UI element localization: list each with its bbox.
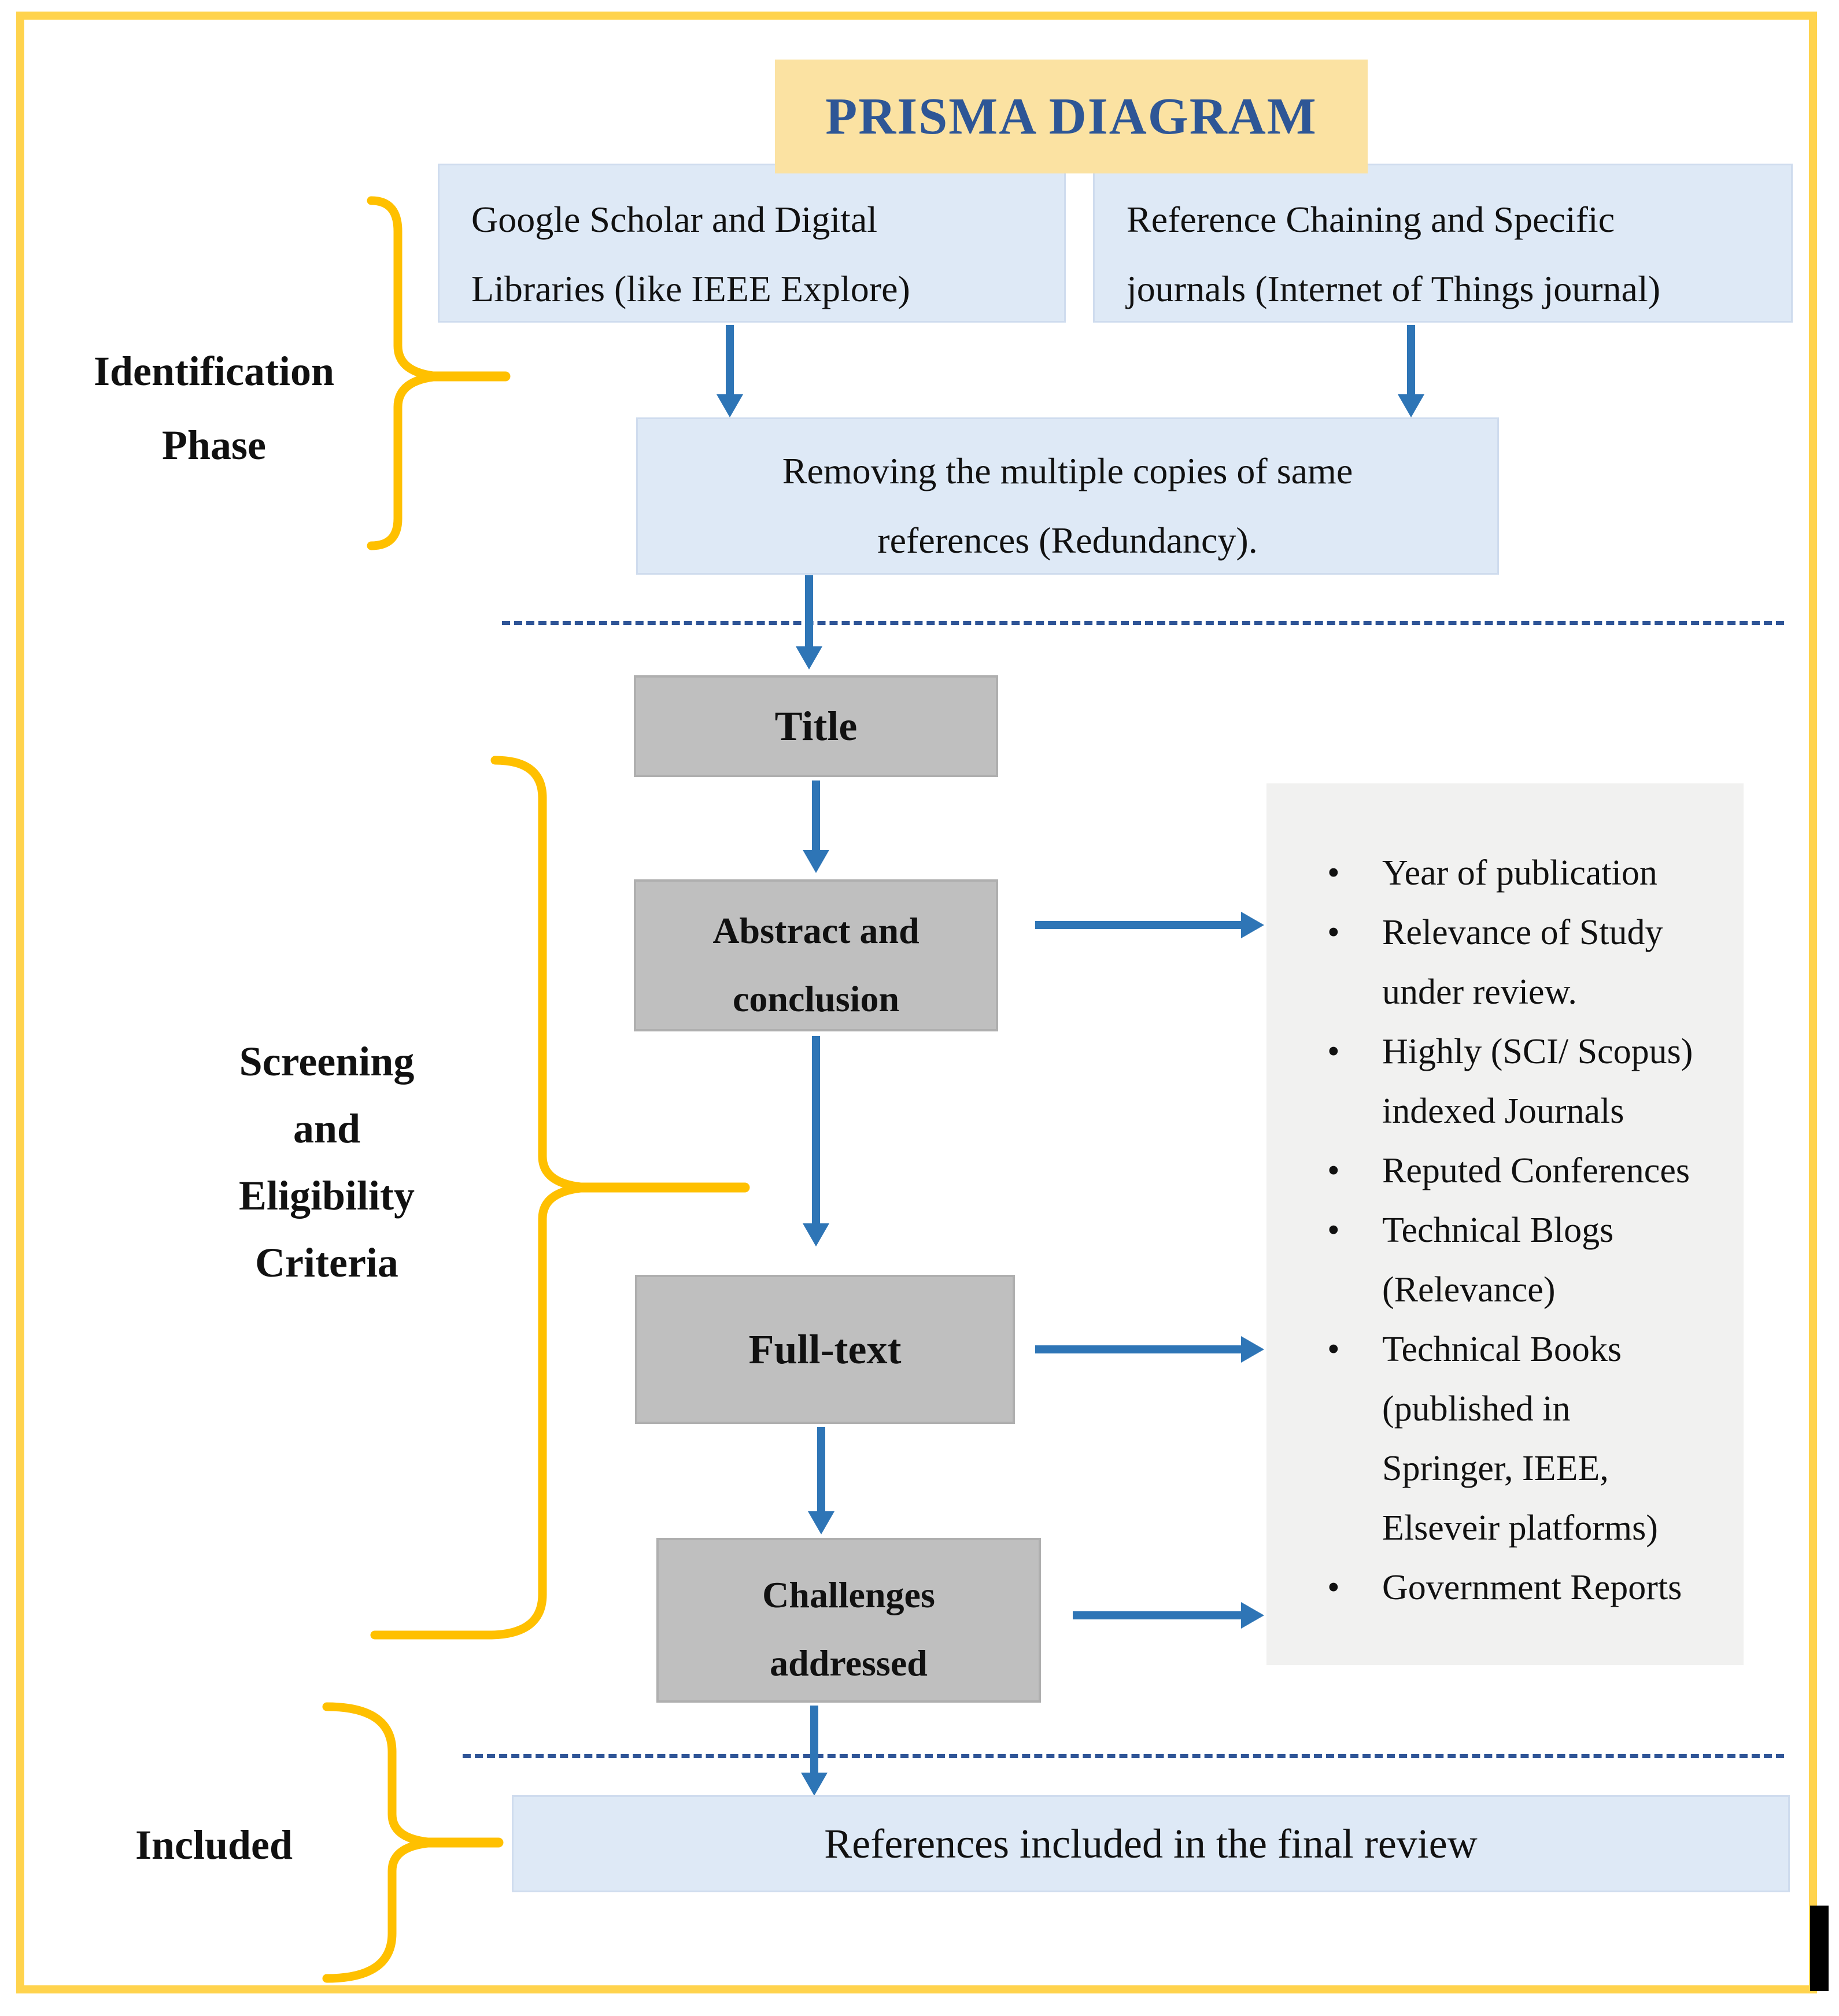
arrow-shaft [1407,325,1415,395]
node-text-line: Removing the multiple copies of same [782,450,1353,491]
label-line: Included [135,1822,293,1868]
criteria-item-line: Elseveir platforms) [1382,1508,1658,1548]
label-line: Phase [162,422,266,468]
text-cursor-artifact [1810,1906,1829,1991]
arrow-shaft [805,575,813,648]
criteria-item: Year of publication [1321,844,1720,903]
node-remove-duplicates: Removing the multiple copies of same ref… [636,417,1499,575]
label-included: Included [87,1821,341,1869]
arrow-shaft [817,1427,825,1512]
diagram-title: PRISMA DIAGRAM [825,88,1317,145]
arrow-head [1241,1602,1264,1629]
arrow-head [796,646,822,669]
label-line: and [293,1105,361,1152]
outer-frame [16,12,1817,1993]
node-text-line: References included in the final review [824,1821,1478,1867]
criteria-item: Technical Blogs [1321,1201,1720,1260]
node-text-line: Challenges [762,1574,935,1615]
criteria-item-line: (Relevance) [1382,1270,1556,1310]
node-full-text: Full-text [635,1275,1015,1424]
criteria-item-line: Springer, IEEE, [1382,1449,1609,1488]
arrow-head [1398,394,1424,417]
identification-brace [367,196,439,550]
arrow-shaft [1073,1611,1242,1619]
node-google-scholar: Google Scholar and Digital Libraries (li… [438,164,1066,323]
arrow-shaft [810,1706,818,1774]
node-text-line: addressed [770,1643,928,1684]
node-text-line: Abstract and [712,910,920,951]
phase-divider-bottom [463,1754,1784,1758]
node-text-line: Reference Chaining and Specific [1127,199,1615,240]
criteria-item-line: indexed Journals [1382,1092,1624,1131]
criteria-panel: Year of publicationRelevance of Study und… [1266,783,1744,1665]
node-text-line: Title [774,702,858,749]
label-screening-eligibility: Screening and Eligibility Criteria [162,1028,492,1296]
arrow-head [1241,1336,1264,1363]
label-line: Eligibility [238,1172,415,1219]
criteria-item: Government Reports [1321,1558,1720,1618]
node-references-included: References included in the final review [512,1795,1790,1892]
label-line: Screening [239,1038,415,1085]
arrow-shaft [812,780,820,851]
criteria-item: Relevance of Study [1321,903,1720,963]
arrow-head [808,1511,834,1534]
node-text-line: Libraries (like IEEE Explore) [471,268,910,309]
included-brace [322,1702,435,1983]
arrow-head [1241,912,1264,938]
criteria-item: Highly (SCI/ Scopus) [1321,1022,1720,1082]
criteria-item-line: (published in [1382,1389,1571,1429]
label-identification-phase: Identification Phase [52,334,376,482]
node-text-line: Full-text [748,1326,902,1373]
criteria-item: Reputed Conferences [1321,1141,1720,1201]
arrow-shaft [1035,921,1242,929]
arrow-head [803,850,829,873]
label-line: Identification [93,348,334,394]
node-challenges-addressed: Challenges addressed [656,1538,1041,1703]
arrow-shaft [726,325,734,395]
diagram-title-banner: PRISMA DIAGRAM [775,60,1368,173]
arrow-head [717,394,743,417]
arrow-head [803,1223,829,1246]
criteria-item-line: under review. [1382,972,1577,1012]
arrow-head [801,1773,828,1796]
node-reference-chaining: Reference Chaining and Specific journals… [1093,164,1793,323]
node-text-line: references (Redundancy). [877,520,1258,561]
node-title-screen: Title [634,675,998,777]
arrow-shaft [1035,1345,1242,1353]
label-line: Criteria [255,1240,398,1286]
node-text-line: Google Scholar and Digital [471,199,878,240]
node-text-line: conclusion [732,978,900,1019]
phase-divider-top [502,621,1784,625]
arrow-shaft [812,1036,820,1225]
criteria-item: Technical Books [1321,1320,1720,1379]
screening-brace [370,756,588,1640]
node-abstract-conclusion: Abstract and conclusion [634,879,998,1031]
node-text-line: journals (Internet of Things journal) [1127,268,1661,309]
